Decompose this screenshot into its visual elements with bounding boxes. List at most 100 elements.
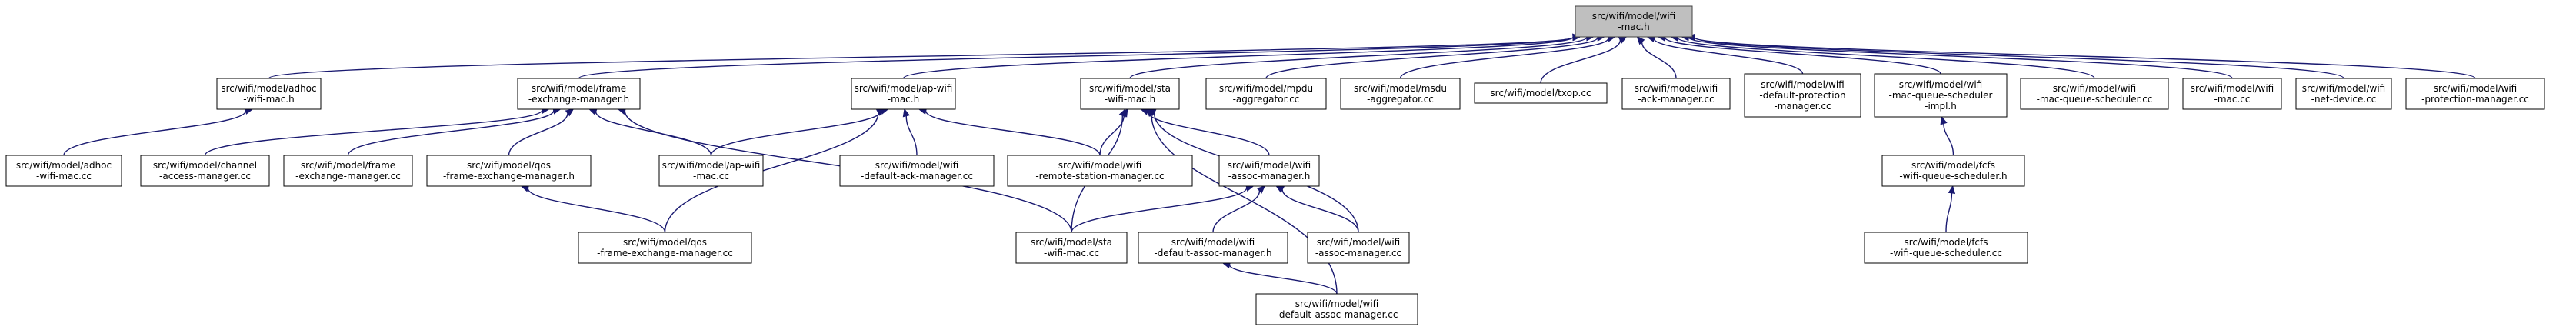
node-box (216, 78, 322, 110)
node-label: src/wifi/model/sta (1031, 237, 1112, 248)
node-box (839, 155, 995, 187)
graph-node[interactable]: src/wifi/model/wifi-net-device.cc (2295, 78, 2392, 110)
graph-node[interactable]: src/wifi/model/wifi-default-ack-manager.… (839, 155, 995, 187)
dependency-edge (578, 36, 1574, 79)
node-label: -mac.h (888, 94, 919, 105)
dependency-edge (1677, 37, 2095, 79)
node-label: src/wifi/model/ap-wifi (662, 160, 761, 171)
node-label: src/wifi/model/fcfs (1904, 237, 1988, 248)
node-label: -wifi-mac.h (1105, 94, 1155, 105)
dependency-edge (1099, 115, 1125, 156)
graph-node[interactable]: src/wifi/model/ap-wifi-mac.cc (658, 155, 764, 187)
dependency-edge (204, 109, 543, 156)
node-label: src/wifi/model/qos (467, 160, 551, 171)
graph-node[interactable]: src/wifi/model/channel-access-manager.cc (140, 155, 270, 187)
dependency-edge (1540, 40, 1621, 84)
graph-node[interactable]: src/wifi/model/adhoc-wifi-mac.cc (5, 155, 122, 187)
node-label: src/wifi/model/wifi (1592, 11, 1675, 22)
node-label: -mac-queue-scheduler (1889, 90, 1993, 101)
graph-node[interactable]: src/wifi/model/wifi-default-protection-m… (1744, 73, 1861, 118)
node-box (1744, 73, 1861, 118)
dependency-edge (1641, 42, 1677, 79)
dependency-edge (1688, 37, 2233, 79)
graph-node[interactable]: src/wifi/model/wifi-ack-manager.cc (1621, 78, 1731, 110)
graph-node[interactable]: src/wifi/model/qos-frame-exchange-manage… (578, 232, 752, 264)
node-box (5, 155, 122, 187)
graph-node[interactable]: src/wifi/model/wifi-protection-manager.c… (2405, 78, 2545, 110)
node-label: -frame-exchange-manager.h (443, 171, 575, 182)
node-label: -assoc-manager.h (1228, 171, 1311, 182)
root-node-box (1575, 5, 1693, 38)
node-label: src/wifi/model/wifi (1171, 237, 1255, 248)
graph-node[interactable]: src/wifi/model/fcfs-wifi-queue-scheduler… (1864, 232, 2028, 264)
node-box (1474, 82, 1608, 104)
node-box (1015, 232, 1128, 264)
dependency-edge (1265, 37, 1598, 79)
dependency-edge (1694, 36, 2344, 79)
arrowhead (1145, 108, 1155, 118)
graph-node[interactable]: src/wifi/model/txop.cc (1474, 82, 1608, 104)
node-box (1138, 232, 1288, 264)
node-label: -default-protection (1759, 90, 1845, 101)
node-label: -wifi-mac.cc (1044, 248, 1099, 258)
dependency-edge (710, 110, 882, 156)
node-label: src/wifi/model/wifi (875, 160, 958, 171)
node-box (2182, 78, 2282, 110)
node-label: -mac.cc (693, 171, 729, 182)
graph-node[interactable]: src/wifi/model/wifi-mac-queue-scheduler-… (1874, 73, 2008, 118)
node-label: src/wifi/model/wifi (1317, 237, 1400, 248)
node-label: -wifi-mac.h (243, 94, 294, 105)
node-box (1205, 78, 1327, 110)
graph-node[interactable]: src/wifi/model/wifi-default-assoc-manage… (1138, 232, 1288, 264)
node-box (851, 78, 956, 110)
node-box (1007, 155, 1193, 187)
arrowhead (902, 108, 910, 118)
nodes-layer: src/wifi/model/wifi-mac.hsrc/wifi/model/… (5, 5, 2545, 325)
node-label: -mac-queue-scheduler.cc (2037, 94, 2153, 105)
dependency-edge (902, 36, 1574, 79)
node-label: -protection-manager.cc (2421, 94, 2529, 105)
node-box (578, 232, 752, 264)
graph-node[interactable]: src/wifi/model/ap-wifi-mac.h (851, 78, 956, 110)
graph-node[interactable]: src/wifi/model/fcfs-wifi-queue-scheduler… (1881, 155, 2025, 187)
graph-node[interactable]: src/wifi/model/wifi-assoc-manager.h (1218, 155, 1320, 187)
graph-node[interactable]: src/wifi/model/msdu-aggregator.cc (1340, 78, 1461, 110)
graph-node[interactable]: src/wifi/model/qos-frame-exchange-manage… (426, 155, 592, 187)
node-label: -default-assoc-manager.cc (1276, 309, 1398, 320)
node-label: -wifi-queue-scheduler.h (1899, 171, 2007, 182)
node-box (1874, 73, 2008, 118)
node-box (1255, 293, 1418, 325)
dependency-edge (1665, 37, 1941, 75)
node-box (658, 155, 764, 187)
node-box (1307, 232, 1410, 264)
graph-node[interactable]: src/wifi/model/wifi-mac-queue-scheduler.… (2020, 78, 2169, 110)
node-label: src/wifi/model/adhoc (16, 160, 112, 171)
node-label: -ack-manager.cc (1638, 94, 1714, 105)
graph-node[interactable]: src/wifi/model/wifi-mac.h (1575, 5, 1693, 38)
graph-node[interactable]: src/wifi/model/frame-exchange-manager.cc (283, 155, 413, 187)
graph-node[interactable]: src/wifi/model/wifi-mac.cc (2182, 78, 2282, 110)
node-box (1621, 78, 1731, 110)
graph-node[interactable]: src/wifi/model/sta-wifi-mac.h (1080, 78, 1180, 110)
arrowhead (1636, 36, 1645, 45)
dependency-edge (347, 110, 555, 156)
node-label: -frame-exchange-manager.cc (597, 248, 733, 258)
node-box (2295, 78, 2392, 110)
arrowhead (1118, 108, 1126, 118)
graph-node[interactable]: src/wifi/model/wifi-assoc-manager.cc (1307, 232, 1410, 264)
graph-node[interactable]: src/wifi/model/wifi-remote-station-manag… (1007, 155, 1193, 187)
node-label: -assoc-manager.cc (1315, 248, 1401, 258)
node-label: -net-device.cc (2311, 94, 2377, 105)
dependency-edge (1212, 190, 1261, 233)
node-label: -mac.cc (2214, 94, 2251, 105)
graph-node[interactable]: src/wifi/model/sta-wifi-mac.cc (1015, 232, 1128, 264)
node-label: -default-assoc-manager.h (1154, 248, 1271, 258)
graph-node[interactable]: src/wifi/model/adhoc-wifi-mac.h (216, 78, 322, 110)
graph-node[interactable]: src/wifi/model/wifi-default-assoc-manage… (1255, 293, 1418, 325)
node-label: src/wifi/model/wifi (2434, 83, 2517, 94)
graph-node[interactable]: src/wifi/model/mpdu-aggregator.cc (1205, 78, 1327, 110)
node-label: src/wifi/model/wifi (1228, 160, 1311, 171)
node-label: src/wifi/model/ap-wifi (855, 83, 953, 94)
dependency-edge (1147, 111, 1270, 156)
graph-node[interactable]: src/wifi/model/frame-exchange-manager.h (517, 78, 641, 110)
